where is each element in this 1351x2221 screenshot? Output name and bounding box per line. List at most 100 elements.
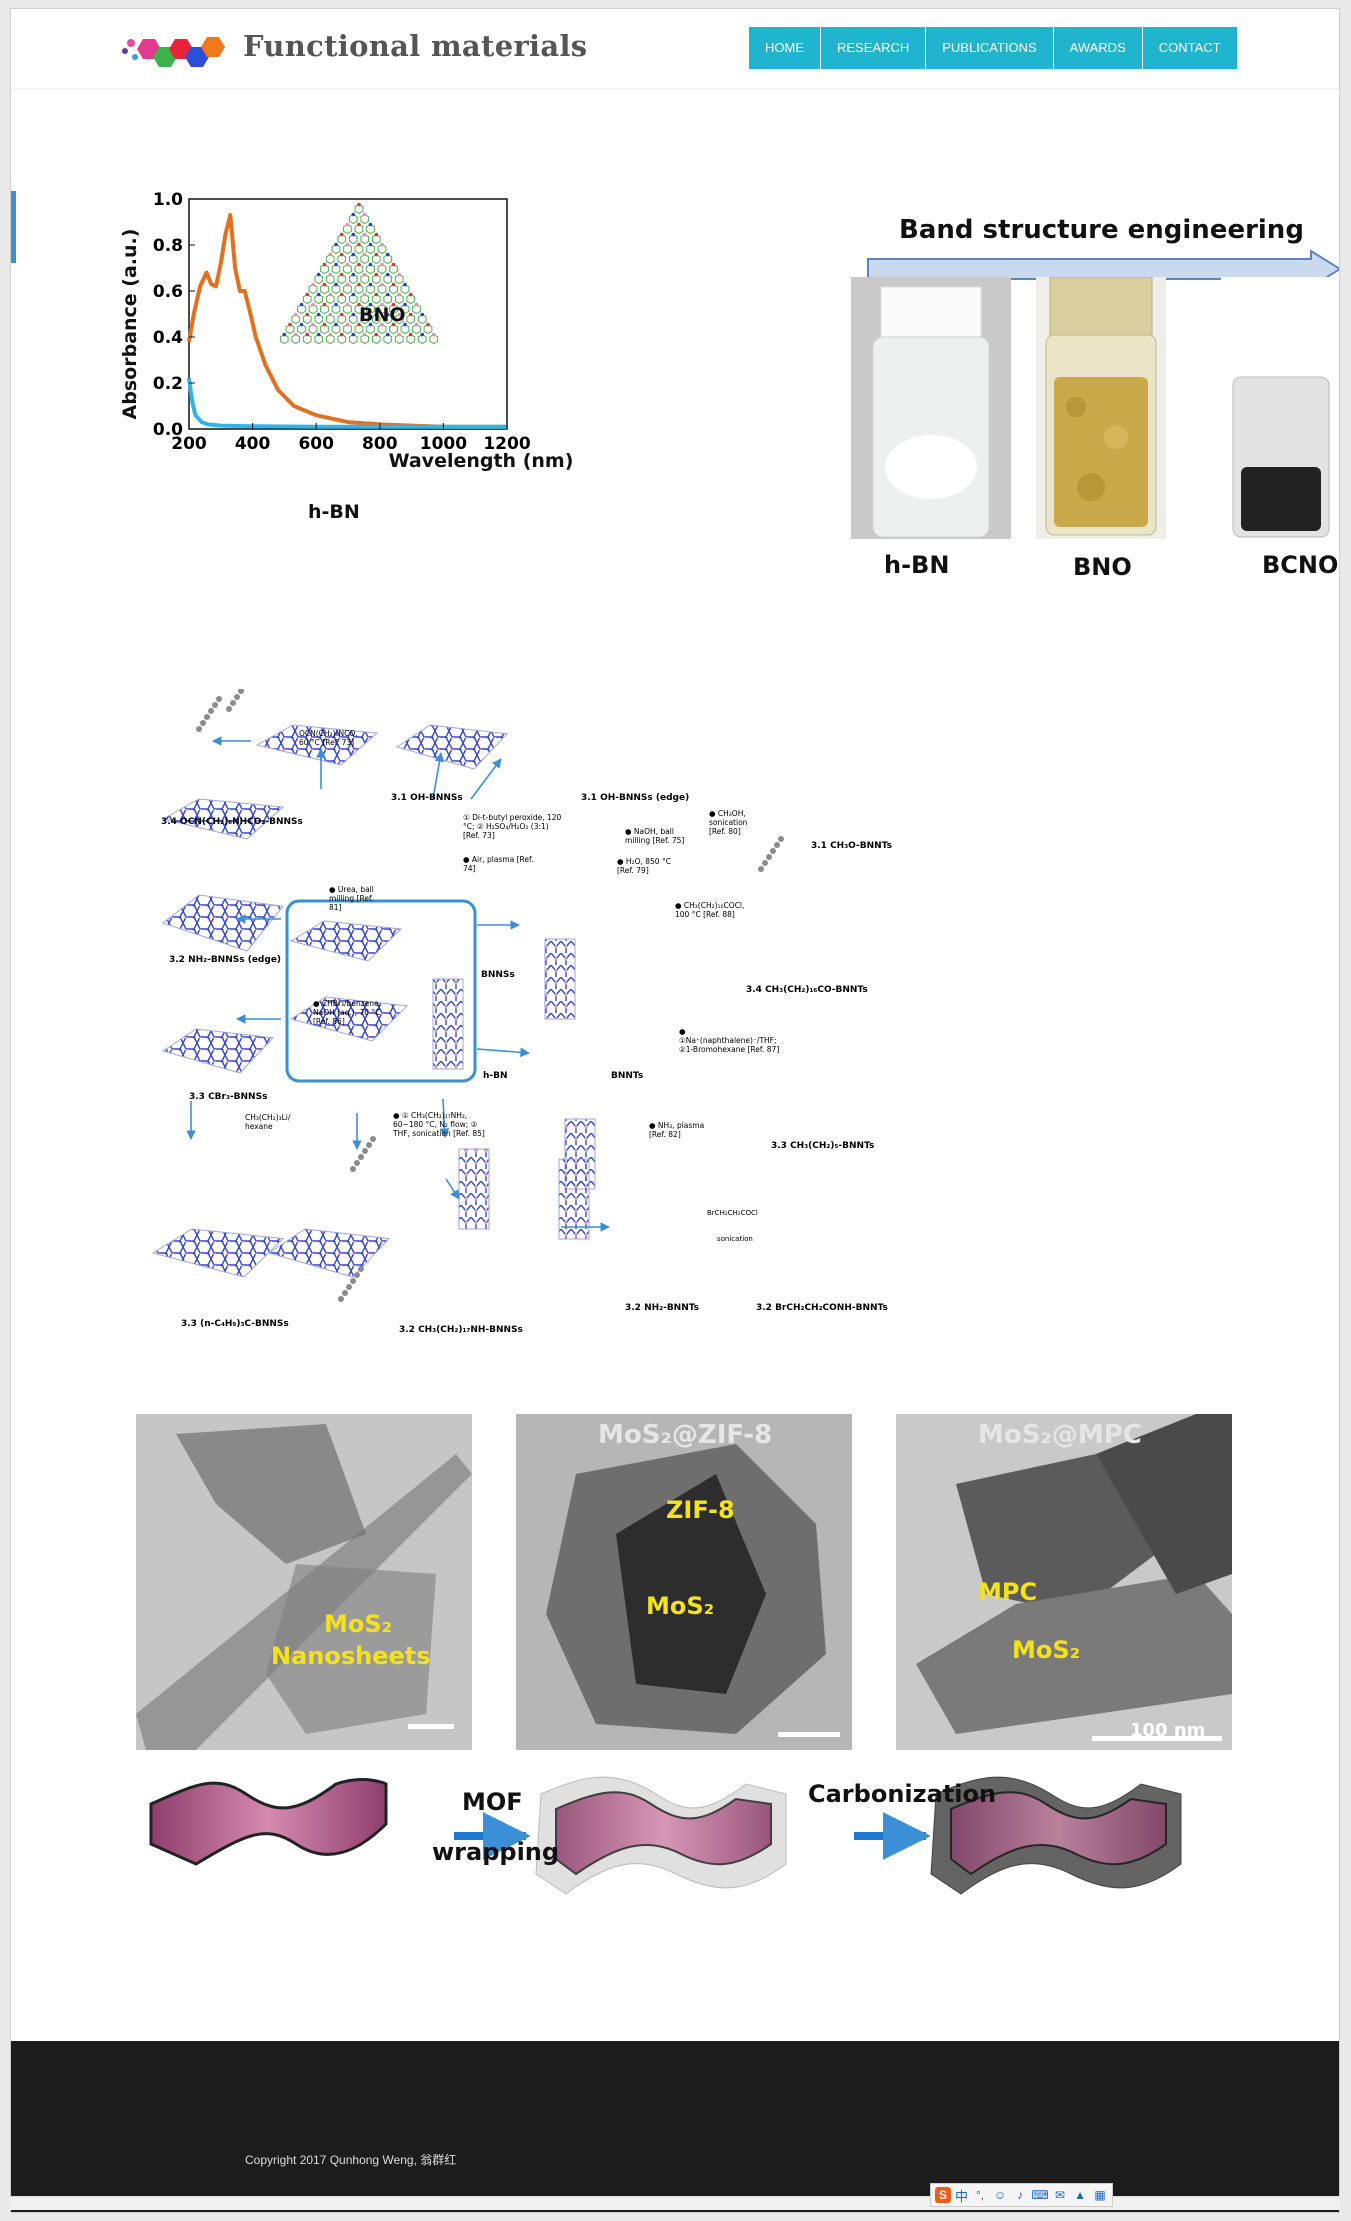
lattice-atom: [426, 322, 430, 327]
lattice-atom: [362, 212, 367, 217]
lattice-atom: [374, 252, 379, 257]
site-title[interactable]: Functional materials: [243, 29, 588, 63]
lattice-hexagon: [343, 324, 352, 335]
lattice-atom: [316, 292, 321, 297]
lattice-atom: [403, 322, 407, 327]
substituent-atom: [350, 1166, 356, 1172]
site-logo[interactable]: [121, 27, 241, 78]
site-header: Functional materials HOME RESEARCH PUBLI…: [11, 9, 1339, 89]
nav-awards[interactable]: AWARDS: [1053, 27, 1143, 69]
punctuation-icon[interactable]: °,: [975, 2188, 985, 2202]
lattice-atom: [305, 332, 310, 337]
lattice-hexagon: [406, 314, 416, 325]
lattice-atom: [351, 212, 356, 217]
lattice-hexagon: [308, 303, 318, 315]
lattice-atom: [374, 232, 379, 237]
bn-nanosheet: [161, 798, 285, 840]
lattice-hexagon: [366, 223, 375, 235]
lattice-atom: [397, 292, 402, 297]
lattice-hexagon: [314, 334, 324, 345]
substituent-atom: [762, 860, 768, 866]
ime-toolbar[interactable]: S 中 °, ☺ ♪ ⌨ ✉ ▲ ▦: [930, 2183, 1114, 2207]
lattice-atom: [288, 322, 292, 327]
tem-image-mos2-mpc: [896, 1414, 1232, 1750]
lattice-hexagon: [297, 303, 306, 315]
lattice-hexagon: [377, 243, 387, 255]
substituent-atom: [234, 694, 240, 700]
lattice-atom: [414, 322, 419, 327]
lattice-hexagon: [354, 303, 364, 315]
lattice-atom: [311, 322, 315, 327]
condition-label: ● CH₃OH, sonication [Ref. 80]: [709, 809, 748, 836]
lattice-hexagon: [314, 273, 324, 285]
lattice-hexagon: [337, 273, 347, 285]
product-label: 3.3 (n-C₄H₉)₃C-BNNSs: [181, 1319, 289, 1329]
side-scroll-tab[interactable]: [11, 191, 16, 263]
ime-mode-label[interactable]: 中: [955, 2188, 969, 2204]
lattice-hexagon: [325, 293, 335, 305]
condition-label: ● Air, plasma [Ref. 74]: [463, 855, 534, 873]
product-label: 3.4 OCN(CH₂)₆NHCO₂-BNNSs: [161, 817, 303, 827]
skin-icon[interactable]: ▲: [1074, 2188, 1086, 2202]
product-label: 3.4 CH₃(CH₂)₁₆CO-BNNTs: [746, 985, 868, 995]
lattice-atom: [334, 302, 338, 307]
lattice-hexagon: [331, 263, 341, 275]
lattice-atom: [345, 242, 350, 247]
figure-mos2-encapsulation: MoS₂ Nanosheets MoS₂@ZIF-8 ZIF-8 MoS₂ Mo…: [136, 1414, 1246, 1954]
sogou-logo-icon[interactable]: S: [935, 2187, 951, 2203]
substituent-atom: [758, 866, 764, 872]
lattice-hexagon: [383, 273, 393, 285]
lattice-atom: [357, 302, 361, 307]
lattice-atom: [311, 302, 315, 307]
y-tick-label: 0.0: [153, 420, 183, 440]
lattice-atom: [339, 312, 344, 317]
lattice-atom: [397, 312, 402, 317]
y-tick-label: 0.8: [153, 236, 183, 256]
lattice-atom: [391, 322, 396, 327]
lattice-hexagon: [325, 314, 335, 325]
lattice-hexagon: [348, 293, 358, 305]
substituent-atom: [216, 696, 222, 702]
bn-nanosheet: [395, 724, 509, 770]
x-tick-label: 1200: [483, 434, 530, 454]
lattice-hexagon: [366, 283, 375, 295]
lattice-hexagon: [348, 233, 358, 245]
horizontal-scrollbar[interactable]: [10, 2196, 1340, 2210]
nav-publications[interactable]: PUBLICATIONS: [926, 27, 1054, 69]
toolbox-icon[interactable]: ✉: [1054, 2188, 1066, 2202]
lattice-hexagon: [348, 314, 358, 325]
lattice-atom: [316, 272, 321, 277]
keyboard-icon[interactable]: ⌨: [1031, 2188, 1049, 2202]
substituent-atom: [230, 700, 236, 706]
lattice-atom: [322, 282, 327, 287]
nav-home[interactable]: HOME: [749, 27, 821, 69]
tem-label: MPC: [978, 1578, 1038, 1606]
condition-label: CH₃(CH₂)₃Li/ hexane: [245, 1113, 291, 1131]
lattice-atom: [345, 262, 350, 267]
substituent-atom: [196, 726, 202, 732]
condition-label: ● ① CH₃(CH₂)₁₇NH₂, 60~180 °C, N₂ flow; ②…: [393, 1111, 485, 1138]
nav-contact[interactable]: CONTACT: [1142, 27, 1238, 69]
product-label: 3.3 CBr₃-BNNSs: [189, 1092, 268, 1102]
lattice-hexagon: [366, 263, 375, 275]
lattice-atom: [322, 302, 327, 307]
lattice-atom: [431, 332, 436, 337]
nav-research[interactable]: RESEARCH: [821, 27, 927, 69]
lattice-atom: [293, 332, 298, 337]
lattice-atom: [351, 332, 356, 337]
lattice-atom: [357, 202, 361, 207]
lattice-hexagon: [366, 303, 375, 315]
lattice-atom: [380, 322, 384, 327]
lattice-hexagon: [417, 314, 427, 325]
bn-nanotube: [558, 1158, 590, 1240]
lattice-atom: [408, 332, 413, 337]
lattice-hexagon: [360, 253, 370, 265]
menu-grid-icon[interactable]: ▦: [1094, 2188, 1106, 2202]
microphone-icon[interactable]: ♪: [1017, 2188, 1024, 2202]
lattice-hexagon: [383, 293, 393, 305]
lattice-atom: [374, 312, 379, 317]
emoji-icon[interactable]: ☺: [993, 2188, 1007, 2202]
substituent-atom: [766, 854, 772, 860]
lattice-atom: [339, 232, 344, 237]
